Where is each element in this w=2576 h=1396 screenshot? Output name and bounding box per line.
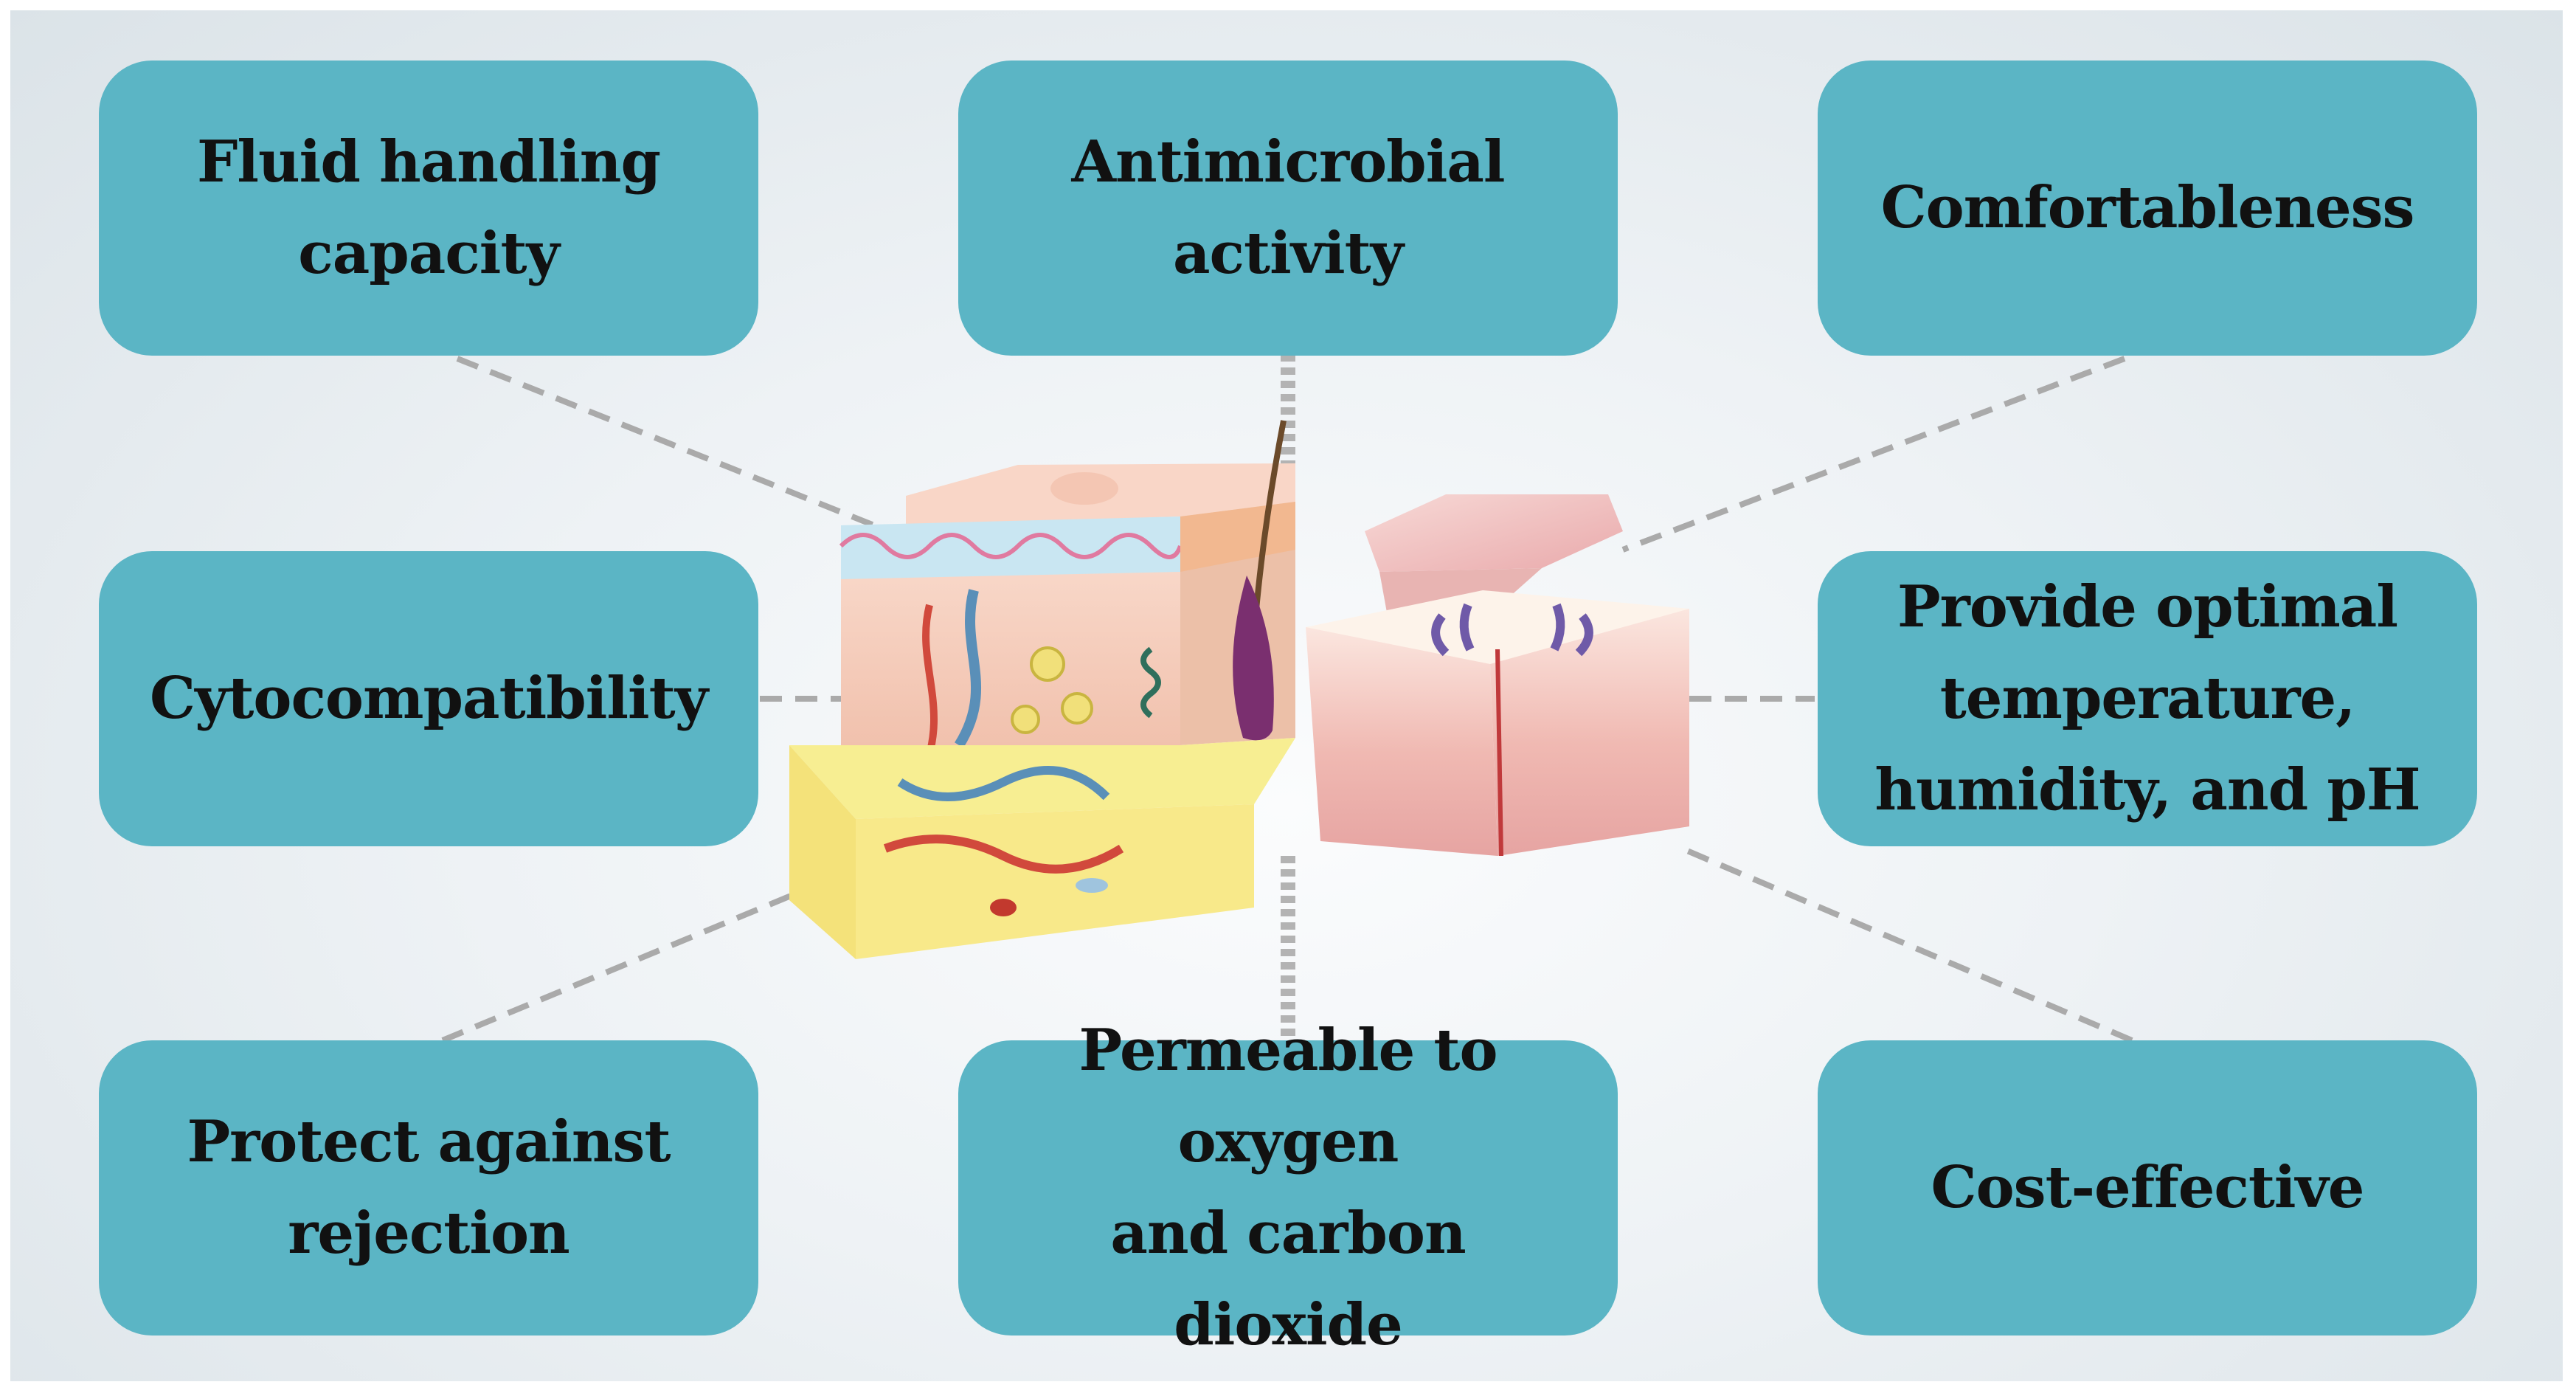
box-comfort: Comfortableness xyxy=(1818,61,2477,356)
box-fluid-handling: Fluid handling capacity xyxy=(99,61,758,356)
connector-fluid xyxy=(456,356,909,542)
box-cytocompatibility: Cytocompatibility xyxy=(99,551,758,846)
emission-arc xyxy=(1431,613,1450,657)
emission-arc xyxy=(1575,613,1593,657)
fat-cell xyxy=(1076,878,1108,893)
nerve-ending xyxy=(1061,692,1093,725)
hypodermis-bottom xyxy=(856,804,1254,959)
gland-coil xyxy=(1140,646,1161,719)
surface-spot xyxy=(1050,472,1118,505)
deep-vessel xyxy=(897,766,1110,801)
sweat-duct xyxy=(955,589,982,748)
wound-front xyxy=(1306,627,1498,856)
label-line: capacity xyxy=(298,220,560,287)
label-line: Permeable to oxygen xyxy=(1078,1017,1498,1175)
nerve-ending xyxy=(1011,705,1040,734)
label-line: humidity, and pH xyxy=(1874,756,2420,823)
label-line: Provide optimal xyxy=(1897,573,2398,640)
label-line: Comfortableness xyxy=(1880,174,2415,241)
box-antimicrobial: Antimicrobial activity xyxy=(958,61,1618,356)
box-cost-effective: Cost-effective xyxy=(1818,1040,2477,1335)
hypodermis-top xyxy=(789,738,1295,819)
label-line: and carbon dioxide xyxy=(1110,1200,1466,1358)
epidermis-wave xyxy=(839,533,1183,559)
wound-cut xyxy=(1495,649,1503,857)
box-optimal-environment: Provide optimal temperature, humidity, and… xyxy=(1818,551,2477,846)
nerve-ending xyxy=(1030,646,1065,682)
label-line: temperature, xyxy=(1939,665,2356,732)
wound-dressing xyxy=(1306,494,1689,857)
emission-arc xyxy=(1550,603,1565,652)
deep-vessel xyxy=(883,835,1124,874)
label-line: Protect against xyxy=(187,1108,671,1175)
label-line: Cytocompatibility xyxy=(149,665,708,732)
label-line: Cost-effective xyxy=(1931,1154,2365,1221)
dressing-patch xyxy=(1365,494,1623,572)
fat-cell xyxy=(990,899,1017,916)
connector-cost xyxy=(1680,846,2133,1043)
skin-cross-section xyxy=(789,420,1295,959)
label-line: rejection xyxy=(288,1200,569,1267)
box-rejection: Protect against rejection xyxy=(99,1040,758,1335)
label-line: Antimicrobial activity xyxy=(1071,128,1505,287)
hypodermis-front xyxy=(789,745,856,959)
label-line: Fluid handling xyxy=(196,128,661,196)
emission-arc xyxy=(1459,603,1475,652)
box-permeable: Permeable to oxygen and carbon dioxide xyxy=(958,1017,1618,1358)
wound-side xyxy=(1490,609,1689,856)
hair-follicle xyxy=(1233,576,1274,741)
dermis-layer xyxy=(841,572,1180,745)
connector-comfort xyxy=(1621,356,2126,553)
